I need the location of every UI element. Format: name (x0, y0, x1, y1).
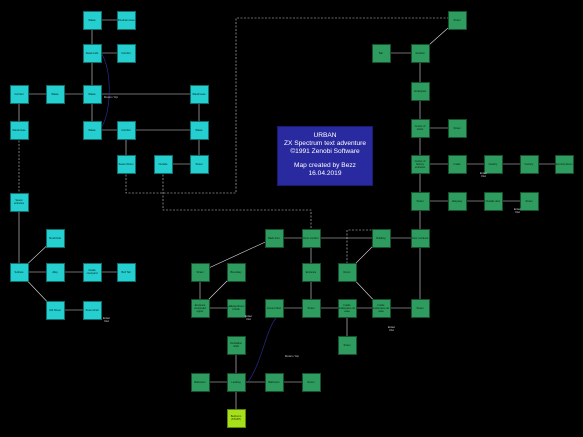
location-g3[interactable]: Junction (410, 43, 430, 63)
location-g27[interactable]: Street (301, 298, 321, 318)
location-n16[interactable]: Sewer entrance (9, 192, 29, 212)
location-g8[interactable]: Inside (447, 154, 467, 174)
location-g23[interactable]: Room (337, 262, 357, 282)
location-n10[interactable]: Waste (82, 120, 102, 140)
location-n2[interactable]: Bloodrain Area (116, 10, 136, 30)
location-g33[interactable]: Bathroom (190, 372, 210, 392)
map-copyright: ©1991 Zenobi Software (290, 148, 360, 155)
location-g28[interactable]: Inside underpass car area (337, 298, 357, 318)
location-n12[interactable]: Waste (189, 120, 209, 140)
location-g1[interactable]: Street (447, 10, 467, 30)
location-g17[interactable]: Door corridor (301, 228, 321, 248)
location-n5[interactable]: Corridor (9, 84, 29, 104)
edge-label-e4: Enter Out (514, 207, 522, 215)
location-g11[interactable]: Security Room (554, 154, 574, 174)
location-g9[interactable]: Factory (483, 154, 503, 174)
location-n6[interactable]: Waste (45, 84, 65, 104)
location-g13[interactable]: Alleyway (447, 191, 467, 211)
location-n9[interactable]: Warehouse (9, 120, 29, 140)
edge-label-e6: Enter Out (388, 325, 396, 333)
location-n13[interactable]: Sewer Room (116, 154, 136, 174)
location-g5[interactable]: Corner of street (410, 118, 430, 138)
location-g22[interactable]: Entrance (301, 262, 321, 282)
curved-connection-landing (247, 317, 277, 383)
map-subtitle: ZX Spectrum text adventure (283, 140, 367, 147)
location-g12[interactable]: Street (410, 191, 430, 211)
location-n7[interactable]: Waste (82, 84, 102, 104)
edge-label-e5: Enter Out (245, 314, 253, 322)
location-n20[interactable]: Castle courtyard (82, 262, 102, 282)
location-n15[interactable]: Street (189, 154, 209, 174)
dashed-connection-1 (162, 164, 312, 238)
location-l1[interactable]: Bedroom (START) (226, 408, 246, 428)
edge-label-e3: Enter Out (480, 171, 488, 179)
edge-label-e7: Down / Up (285, 354, 300, 358)
location-g16[interactable]: Back door (264, 228, 284, 248)
edge-label-e1: Down / Up (104, 95, 119, 99)
location-g29[interactable]: Inside underpass car area (371, 298, 391, 318)
location-g30[interactable]: Street (410, 298, 430, 318)
location-g14[interactable]: Outside door (483, 191, 503, 211)
location-n19[interactable]: Alley (45, 262, 65, 282)
location-g31[interactable]: Street (337, 335, 357, 355)
location-g25[interactable]: Hallway Room 2 Hole (226, 298, 246, 318)
location-g32[interactable]: Ventilation shaft (226, 335, 246, 355)
location-n8[interactable]: Warehouse (189, 84, 209, 104)
location-n11[interactable]: Corridor (116, 120, 136, 140)
map-credit: Map created by Bezz (294, 162, 356, 169)
location-g34[interactable]: Bathroom (264, 372, 284, 392)
edge-label-e2: Enter Out (103, 316, 111, 324)
location-n21[interactable]: Bell Tall (116, 262, 136, 282)
location-n14[interactable]: Outside (153, 154, 173, 174)
map-date: 16.04.2019 (308, 170, 342, 177)
location-g24[interactable]: Entrance crossroad upper (190, 298, 210, 318)
location-g21[interactable]: Boundary (226, 262, 246, 282)
location-g7[interactable]: Corner of factory entrance (410, 154, 430, 174)
location-g6[interactable]: Street (447, 118, 467, 138)
location-g26[interactable]: Ground floor (264, 298, 284, 318)
location-n18[interactable]: Surface (9, 262, 29, 282)
title-box: URBAN ZX Spectrum text adventure ©1991 Z… (277, 126, 373, 186)
location-g4[interactable]: Underpass (410, 81, 430, 101)
location-g35[interactable]: Landing (226, 372, 246, 392)
location-g20[interactable]: Street (190, 262, 210, 282)
location-g36[interactable]: Room (301, 372, 321, 392)
location-g15[interactable]: Street (519, 191, 539, 211)
location-g18[interactable]: Building (371, 228, 391, 248)
location-n17[interactable]: Small hole (45, 228, 65, 248)
location-g19[interactable]: Floor entrance (410, 228, 430, 248)
dashed-connection-2 (125, 17, 457, 194)
curved-connection-down-up (100, 52, 110, 129)
location-n23[interactable]: Street shell (82, 300, 102, 320)
location-n4[interactable]: Corridor (116, 43, 136, 63)
location-g2[interactable]: Bar (371, 43, 391, 63)
connection-g16-g20 (199, 237, 275, 273)
location-g10[interactable]: Factory (519, 154, 539, 174)
map-title: URBAN (313, 132, 337, 139)
location-n3[interactable]: Dead ends (82, 43, 102, 63)
location-n1[interactable]: Waste (82, 10, 102, 30)
location-n22[interactable]: Old Street (45, 300, 65, 320)
